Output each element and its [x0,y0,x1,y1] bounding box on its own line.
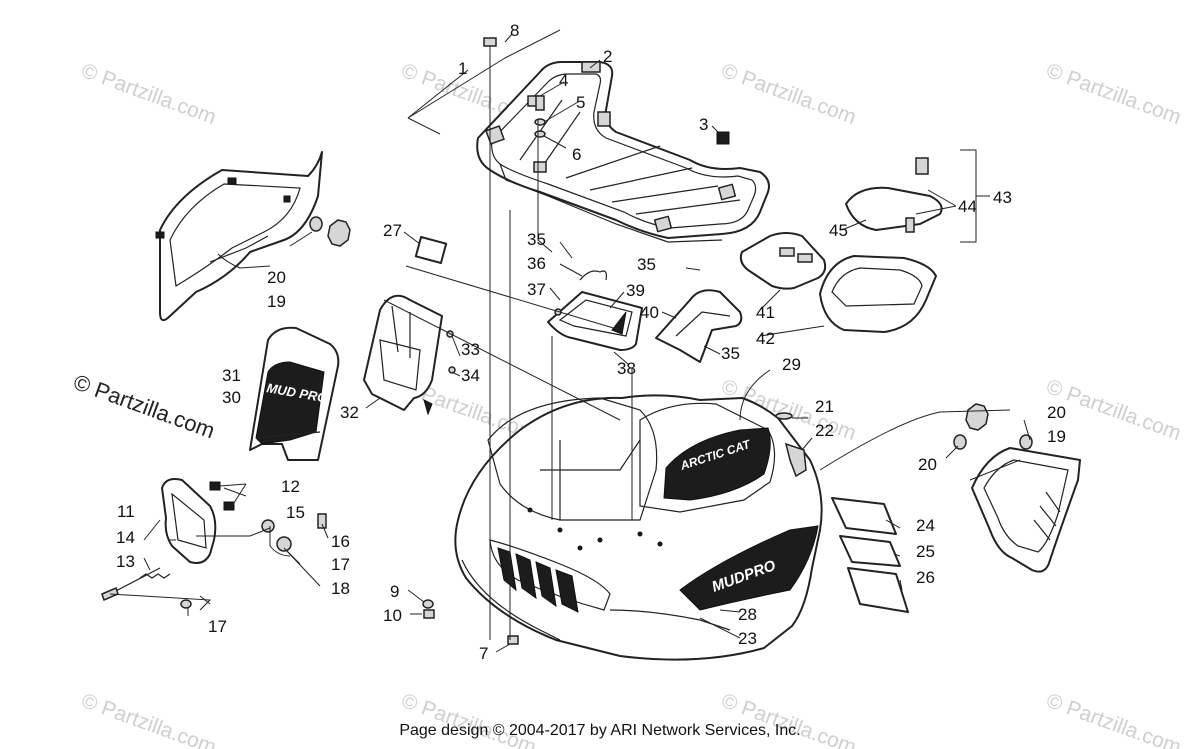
callout-26: 26 [916,568,935,587]
callout-32: 32 [340,403,359,422]
callout-38: 38 [617,359,636,378]
callout-34: 34 [461,366,480,385]
callout-5: 5 [576,93,585,112]
callout-28: 28 [738,605,757,624]
callout-41: 41 [756,303,775,322]
callout-18: 18 [331,579,350,598]
mudpro-decal-panel: MUD PRO [249,326,340,461]
callout-35a: 35 [527,230,546,249]
callout-16: 16 [331,532,350,551]
rack-clip [716,131,730,145]
callout-4: 4 [559,71,568,90]
vent-cover [655,289,743,363]
callout-11: 11 [117,502,135,521]
callout-10: 10 [383,606,402,625]
callout-19a: 19 [267,292,286,311]
callout-30: 30 [222,388,241,407]
callout-21: 21 [815,397,834,416]
callout-44: 44 [958,197,977,216]
callout-20b: 20 [1047,403,1066,422]
watermark: © Partzilla.com [718,689,859,749]
callout-37: 37 [527,280,546,299]
callout-24: 24 [916,516,935,535]
label-plate [414,235,448,265]
callout-39: 39 [626,281,645,300]
callout-20c: 20 [918,455,937,474]
front-fender-body: ARCTIC CAT MUDPRO [454,394,823,661]
callout-2: 2 [603,47,612,66]
callout-33: 33 [461,340,480,359]
callout-17b: 17 [208,617,227,636]
front-rack [476,61,770,243]
callout-43: 43 [993,188,1012,207]
left-side-panel [155,151,351,322]
storage-compartment [739,157,943,333]
watermark-main: © Partzilla.com [70,369,218,443]
watermark: © Partzilla.com [398,689,539,749]
page-footer: Page design © 2004-2017 by ARI Network S… [399,722,801,739]
callout-31: 31 [222,366,241,385]
leader-lines [109,33,1031,653]
callout-25: 25 [916,542,935,561]
callout-numbers: 1 2 3 4 5 6 7 8 9 10 11 12 13 14 15 16 1… [116,21,1066,663]
callout-19b: 19 [1047,427,1066,446]
callout-35c: 35 [721,344,740,363]
callout-12: 12 [281,477,300,496]
callout-13: 13 [116,552,135,571]
callout-35b: 35 [637,255,656,274]
watermark: © Partzilla.com [1043,689,1184,749]
callout-20a: 20 [267,268,286,287]
callout-9: 9 [390,582,399,601]
decal-sheets [831,497,909,613]
callout-42: 42 [756,329,775,348]
callout-6: 6 [572,145,581,164]
callout-23: 23 [738,629,757,648]
callout-29: 29 [782,355,801,374]
callout-17a: 17 [331,555,350,574]
callout-8: 8 [510,21,519,40]
cover-plate [547,270,643,351]
watermark: © Partzilla.com [78,689,219,749]
callout-36: 36 [527,254,546,273]
callout-3: 3 [699,115,708,134]
callout-40: 40 [640,303,659,322]
callout-15: 15 [286,503,305,522]
callout-1: 1 [458,59,467,78]
callout-7: 7 [479,644,488,663]
watermark: © Partzilla.com [718,59,859,129]
callout-22: 22 [815,421,834,440]
center-bracket [363,294,456,416]
headlight-assembly [101,478,327,609]
watermark: © Partzilla.com [78,59,219,129]
callout-14: 14 [116,528,135,547]
callout-27: 27 [383,221,402,240]
watermark: © Partzilla.com [1043,59,1184,129]
callout-45: 45 [829,221,848,240]
